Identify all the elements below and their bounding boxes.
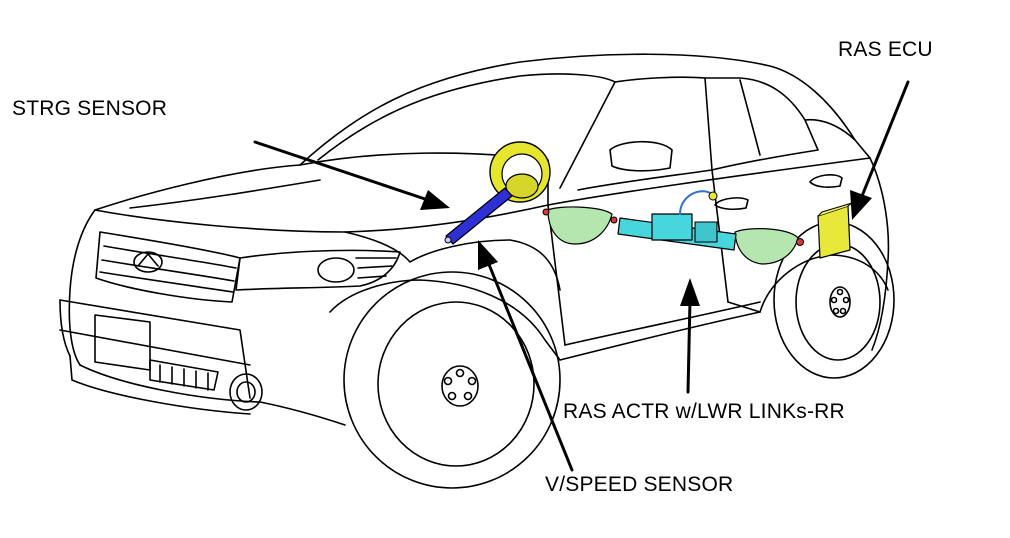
- ras-actuator-assembly: [542, 190, 804, 265]
- leader-arrows: [253, 80, 910, 472]
- steering-column: [444, 187, 513, 245]
- ras-ecu-arrow: [860, 80, 910, 198]
- front-wheel: [343, 271, 561, 489]
- strg-sensor-arrow: [253, 140, 430, 202]
- strg-sensor-label: STRG SENSOR: [12, 97, 168, 120]
- ras-ecu-box: [817, 202, 853, 259]
- ras-actr-arrow: [686, 298, 692, 394]
- ras-actuator-label: RAS ACTR w/LWR LINKs-RR: [563, 400, 845, 423]
- car-body: [59, 53, 890, 426]
- vspeed-sensor-label: V/SPEED SENSOR: [545, 473, 734, 496]
- steering-wheel: [489, 141, 551, 203]
- ras-ecu-label: RAS ECU: [838, 38, 933, 61]
- vspeed-sensor-arrow: [486, 260, 574, 472]
